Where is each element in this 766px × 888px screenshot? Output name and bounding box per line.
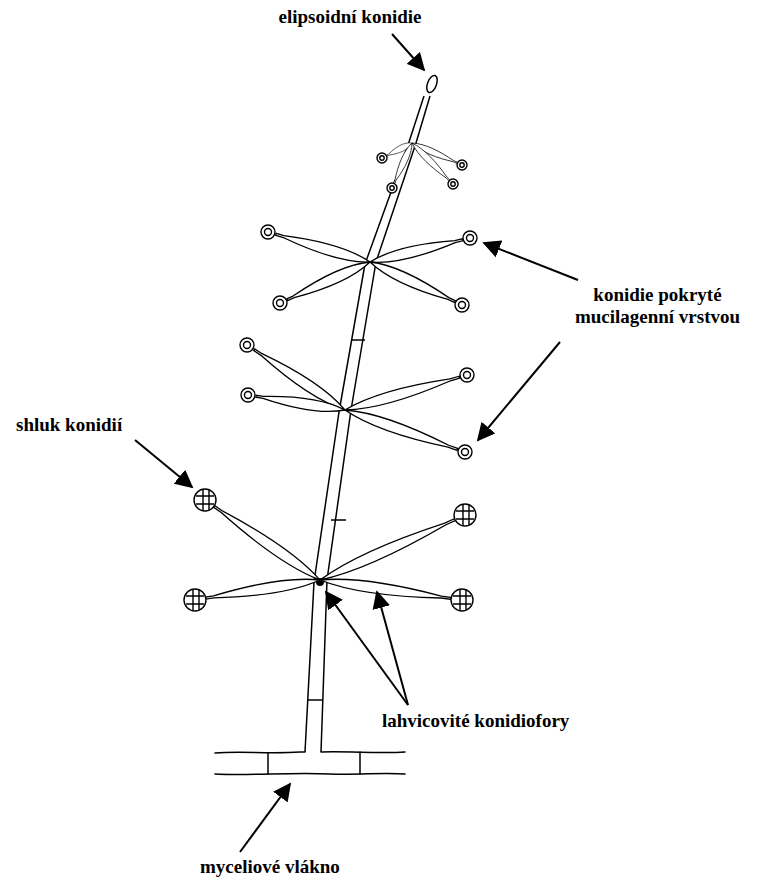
phialide-label: lahvicovité konidiofory xyxy=(382,710,652,732)
conidium-label: elipsoidní konidie xyxy=(250,6,450,28)
cluster-label: shluk konidií xyxy=(16,414,176,436)
hypha xyxy=(215,752,405,775)
ellipsoid-conidium xyxy=(425,74,440,94)
mucilage-label: konidie pokryté mucilagenní vrstvou xyxy=(555,284,760,328)
mucilage-conidia xyxy=(240,153,477,459)
stem xyxy=(305,96,430,752)
hypha-label: myceliové vlákno xyxy=(200,856,440,878)
phialides xyxy=(204,140,464,604)
conidia-clusters xyxy=(184,489,476,611)
